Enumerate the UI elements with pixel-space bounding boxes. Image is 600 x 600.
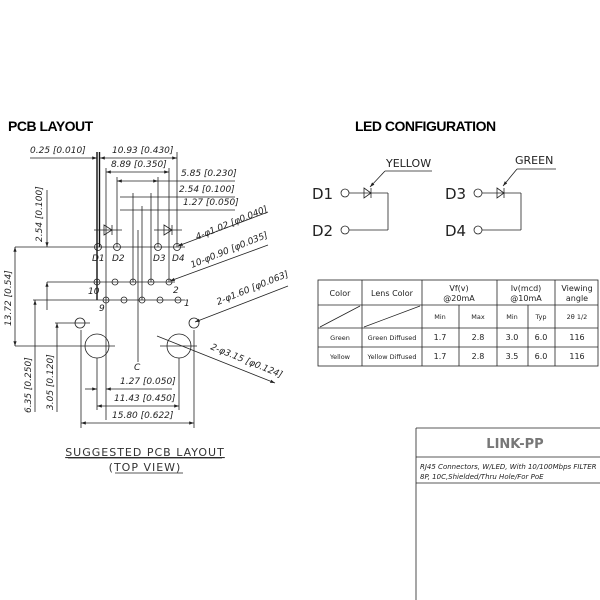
brand-logo-text: LINK-PP [486,437,543,452]
led-spec-table: Color Lens Color Vf(v) @20mA Iv(mcd) @10… [317,279,599,367]
th-color: Color [330,289,352,298]
led-diode-symbol-right [154,224,182,236]
dim-1-27-bottom: 1.27 [0.050] [120,377,176,387]
th-angle-sub: 2θ 1/2 [567,313,588,321]
th-iv-min: Min [506,313,518,321]
th-iv-cond: @10mA [510,294,542,303]
pcb-layout-drawing: 0.25 [0.010] 10.93 [0.430] 8.89 [0.350] … [4,146,291,428]
th-viewing: Viewing [561,284,592,293]
pin-label-d1: D1 [92,254,105,264]
th-angle: angle [566,294,588,303]
th-iv-typ: Typ [535,313,547,321]
svg-text:Yellow Diffused: Yellow Diffused [367,353,417,361]
svg-text:1.7: 1.7 [434,352,447,361]
svg-text:6.0: 6.0 [535,333,548,342]
pcb-subcaption: (TOP VIEW) [109,461,182,474]
dim-hole-small: 2-φ1.60 [φ0.063] [215,270,290,308]
pcb-caption: SUGGESTED PCB LAYOUT [65,446,225,459]
pin-label-1: 1 [184,299,190,309]
svg-text:116: 116 [569,333,584,342]
th-vf: Vf(v) [449,284,468,293]
led-pin-d4: D4 [445,222,466,240]
svg-text:3.0: 3.0 [506,333,519,342]
pin-label-d4: D4 [172,254,185,264]
svg-text:Green: Green [330,334,350,342]
center-label: C [134,363,141,373]
product-description-line1: RJ45 Connectors, W/LED, With 10/100Mbps … [420,463,597,471]
led-pin-d2: D2 [312,222,333,240]
led-pin-d3: D3 [445,185,466,203]
pin-holes [15,278,200,359]
dim-2-54-v: 2.54 [0.100] [35,186,45,242]
svg-text:1.7: 1.7 [434,333,447,342]
th-iv: Iv(mcd) [511,284,542,293]
dim-8-89: 8.89 [0.350] [111,160,167,170]
svg-text:2.8: 2.8 [472,352,485,361]
th-vf-min: Min [434,313,446,321]
th-vf-max: Max [471,313,485,321]
svg-text:2.8: 2.8 [472,333,485,342]
svg-text:Yellow: Yellow [329,353,351,361]
pin-label-10: 10 [88,287,100,297]
dim-2-54-h: 2.54 [0.100] [179,185,235,195]
led-circuit-left: D1 D2 YELLOW [312,157,432,240]
led-config-title: LED CONFIGURATION [355,118,496,134]
svg-text:116: 116 [569,352,584,361]
dim-0-25: 0.25 [0.010] [30,146,86,156]
dim-1-27-top: 1.27 [0.050] [183,198,239,208]
pin-label-2: 2 [173,286,179,296]
led-pin-d1: D1 [312,185,333,203]
dim-13-72: 13.72 [0.54] [4,270,14,326]
dim-3-05: 3.05 [0.120] [46,354,56,410]
dim-5-85: 5.85 [0.230] [181,169,237,179]
pcb-layout-title: PCB LAYOUT [8,118,94,134]
svg-text:6.0: 6.0 [535,352,548,361]
pin-label-9: 9 [99,304,105,314]
led-color-yellow: YELLOW [385,157,431,170]
th-vf-cond: @20mA [443,294,475,303]
dim-6-35: 6.35 [0.250] [24,357,34,413]
led-circuit-right: D3 D4 GREEN [445,154,556,240]
led-color-green: GREEN [515,154,553,167]
title-block: LINK-PP RJ45 Connectors, W/LED, With 10/… [415,427,600,600]
product-description-line2: 8P, 10C,Shielded/Thru Hole/For PoE [420,473,544,481]
svg-text:3.5: 3.5 [506,352,519,361]
table-row: Green Green Diffused 1.7 2.8 3.0 6.0 116 [330,333,584,342]
dim-15-80: 15.80 [0.622] [112,411,174,421]
pin-label-d3: D3 [153,254,166,264]
led-holes [15,243,185,251]
svg-text:Green Diffused: Green Diffused [368,334,417,342]
dim-10-93: 10.93 [0.430] [112,146,174,156]
pin-label-d2: D2 [112,254,125,264]
table-row: Yellow Yellow Diffused 1.7 2.8 3.5 6.0 1… [329,352,585,361]
dim-11-43: 11.43 [0.450] [114,394,176,404]
led-diode-symbol-left [94,224,122,236]
th-lens-color: Lens Color [371,289,414,298]
